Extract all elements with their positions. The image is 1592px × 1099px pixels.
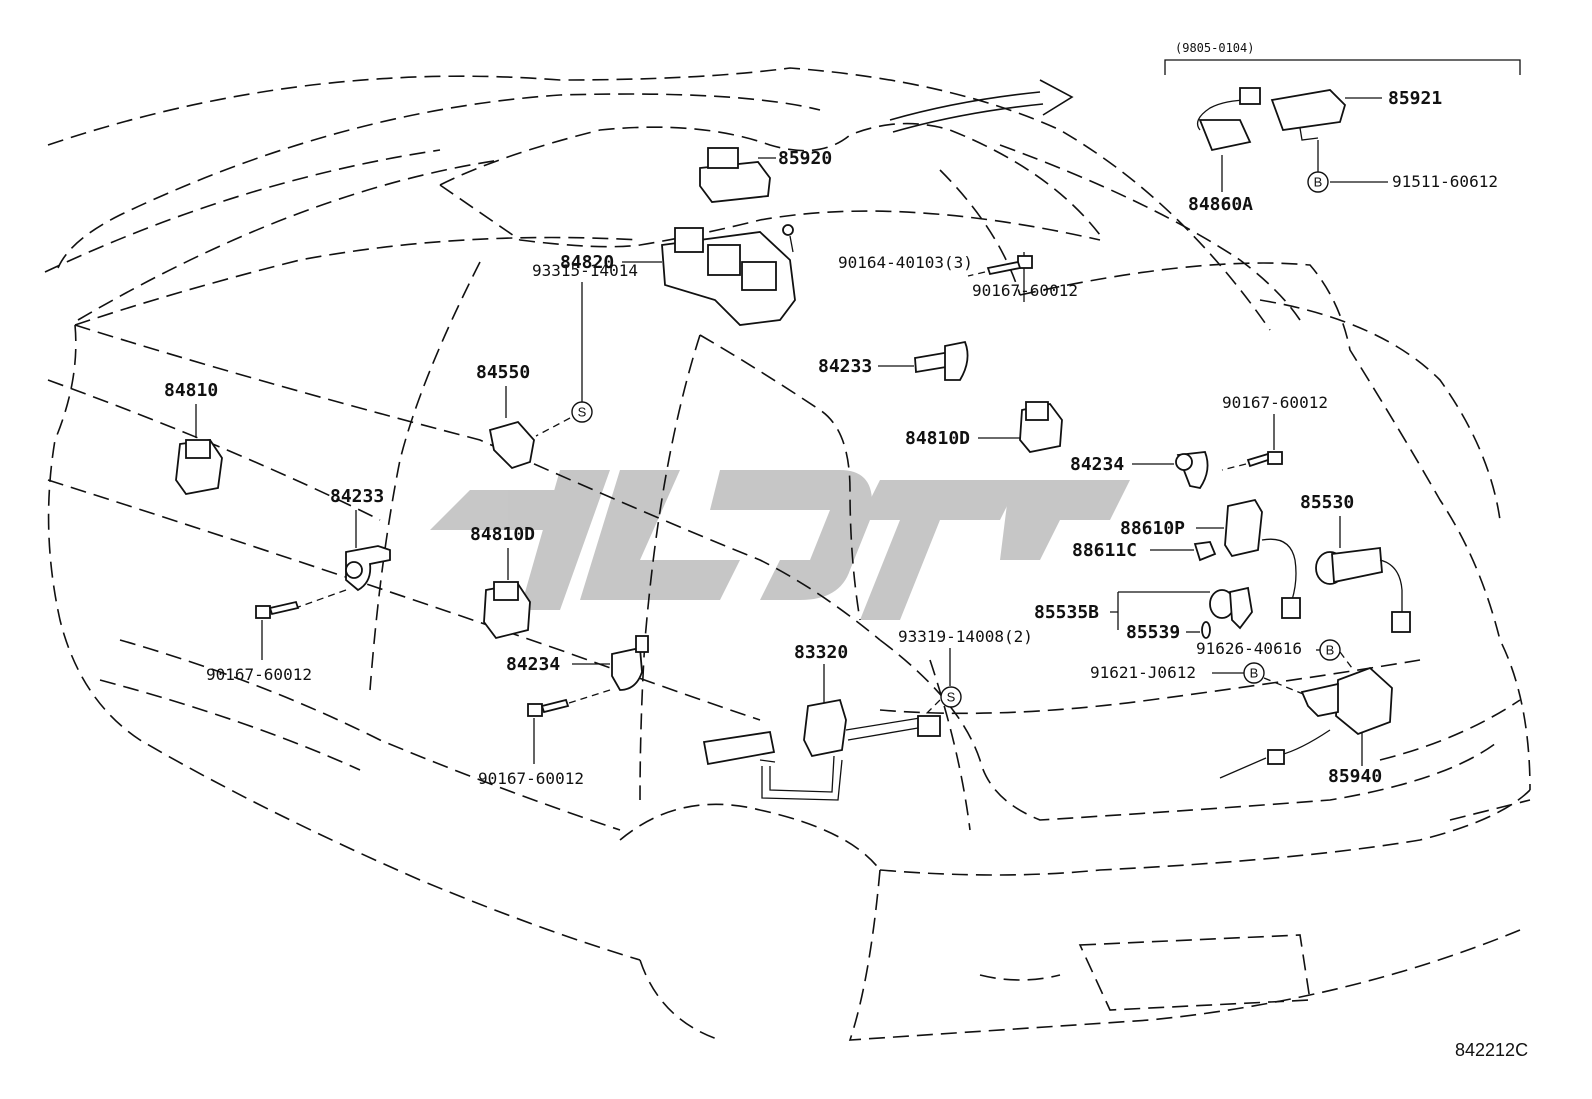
part-83320-harness	[702, 698, 941, 801]
part-88611C	[1193, 541, 1217, 562]
label-90164: 90164-40103(3)	[838, 253, 973, 272]
vehicle-outline	[44, 67, 1531, 1041]
screw-icon	[986, 255, 1033, 276]
marker-s-93319	[940, 686, 962, 708]
part-85530-socket	[1315, 546, 1411, 633]
label-84233-left: 84233	[330, 486, 384, 507]
label-85921: 85921	[1388, 88, 1442, 109]
part-85940-control-unit	[1219, 666, 1393, 779]
label-83320: 83320	[794, 642, 848, 663]
switch-icon	[1019, 401, 1063, 453]
switch-icon	[483, 581, 531, 640]
inset-range-label: (9805-0104)	[1175, 41, 1254, 55]
label-90167-top: 90167-60012	[972, 281, 1078, 300]
switch-icon	[175, 439, 223, 495]
label-84860A: 84860A	[1188, 194, 1253, 215]
marker-b-91511	[1307, 171, 1329, 193]
diagram-code: 842212C	[1455, 1040, 1528, 1060]
part-84820-master-switch	[661, 227, 796, 326]
label-93315: 93315-14014	[532, 261, 638, 280]
marker-b-91626	[1319, 639, 1341, 661]
part-84234-left-sensor	[611, 635, 649, 691]
inset-bracket: (9805-0104)	[1164, 41, 1521, 75]
label-91511: 91511-60612	[1392, 172, 1498, 191]
label-84810D-left: 84810D	[470, 524, 535, 545]
switch-icon	[699, 147, 771, 203]
marker-s-93315	[571, 401, 593, 423]
label-90167-right: 90167-60012	[1222, 393, 1328, 412]
part-84233-left-sensor	[345, 545, 391, 592]
label-84234-left: 84234	[506, 654, 560, 675]
label-84550: 84550	[476, 362, 530, 383]
label-85539: 85539	[1126, 622, 1180, 643]
part-88610P	[1224, 498, 1301, 619]
part-85535B	[1209, 586, 1253, 630]
label-84234-right: 84234	[1070, 454, 1124, 475]
part-84550-switch	[488, 420, 535, 470]
label-84810-left: 84810	[164, 380, 218, 401]
part-85539-seal	[1201, 621, 1211, 639]
label-91626: 91626-40616	[1196, 639, 1302, 658]
svg-text:B: B	[1314, 175, 1323, 190]
label-88611C: 88611C	[1072, 540, 1137, 561]
part-85921-module	[1270, 89, 1347, 141]
connector-icon	[1196, 87, 1261, 152]
label-84233-right: 84233	[818, 356, 872, 377]
label-85530: 85530	[1300, 492, 1354, 513]
label-90167-bottom: 90167-60012	[478, 769, 584, 788]
label-88610P: 88610P	[1120, 518, 1185, 539]
screw-icon	[255, 600, 300, 619]
svg-text:B: B	[1250, 666, 1259, 681]
label-91621: 91621-J0612	[1090, 663, 1196, 682]
part-84234-right-sensor	[1175, 451, 1209, 490]
label-85940: 85940	[1328, 766, 1382, 787]
watermark-logo	[430, 470, 1130, 620]
svg-text:B: B	[1326, 643, 1335, 658]
label-84810D-right: 84810D	[905, 428, 970, 449]
svg-text:S: S	[578, 405, 587, 420]
right-arrow-icon	[889, 79, 1074, 133]
label-90167-left: 90167-60012	[206, 665, 312, 684]
screw-icon	[782, 224, 794, 253]
part-84233-right-sensor	[914, 340, 969, 381]
marker-b-91621	[1243, 662, 1265, 684]
label-85920: 85920	[778, 148, 832, 169]
svg-text:S: S	[947, 690, 956, 705]
label-93319: 93319-14008(2)	[898, 627, 1033, 646]
screw-icon	[527, 698, 570, 717]
label-84820: 84820	[560, 252, 614, 273]
label-85535B: 85535B	[1034, 602, 1099, 623]
screw-icon	[1246, 451, 1283, 468]
